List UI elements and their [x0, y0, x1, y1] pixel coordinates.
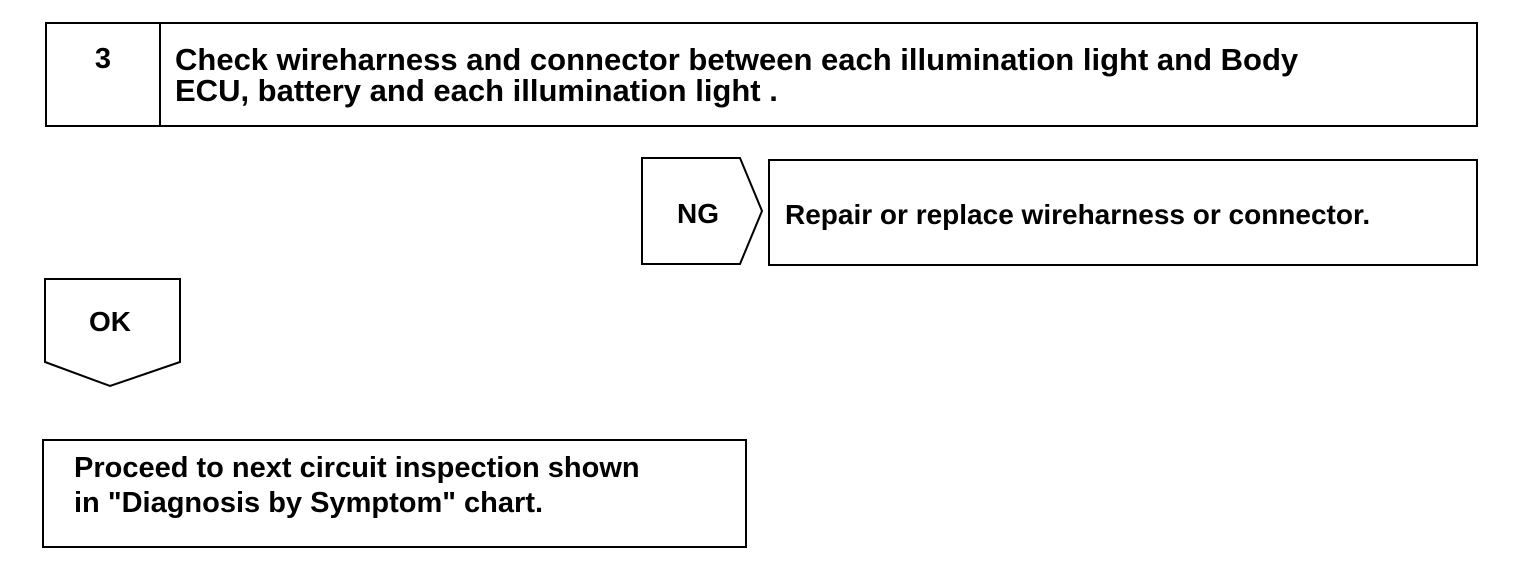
step-instruction: Check wireharness and connector between …: [175, 42, 1299, 108]
step-number-cell: 3: [47, 24, 161, 125]
repair-action-box: Repair or replace wireharness or connect…: [768, 159, 1478, 266]
next-step-text: Proceed to next circuit inspection shown…: [74, 452, 640, 519]
ng-arrow-shape: [641, 157, 764, 265]
ng-label: NG: [677, 198, 719, 229]
step-box: 3 Check wireharness and connector betwee…: [45, 22, 1478, 127]
step-number: 3: [94, 43, 112, 75]
ok-label: OK: [89, 306, 131, 337]
next-step-box: Proceed to next circuit inspection shown…: [42, 439, 747, 548]
ok-arrow-shape: [44, 278, 181, 388]
repair-action-text: Repair or replace wireharness or connect…: [785, 199, 1371, 230]
